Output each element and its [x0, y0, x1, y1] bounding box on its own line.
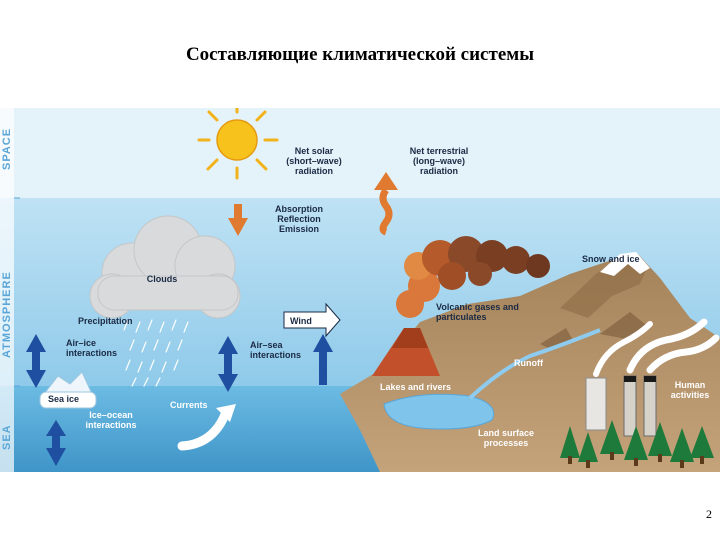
sun-icon: [197, 108, 279, 180]
ice-ocean-arrow: [46, 420, 66, 466]
label-precipitation: Precipitation: [78, 316, 133, 326]
sea-ice-icon: [39, 371, 97, 409]
factory-icon: [585, 318, 720, 437]
air-sea-arrow: [218, 336, 238, 392]
climate-system-diagram: SPACE ATMOSPHERE SEA Net solar (short–wa…: [0, 108, 720, 472]
terrestrial-radiation-arrow: [374, 172, 398, 236]
label-currents: Currents: [170, 400, 208, 410]
cloud-icon: [89, 215, 241, 319]
air-ice-arrow: [26, 334, 46, 388]
label-ice-ocean: Ice–ocean interactions: [85, 410, 137, 430]
label-runoff: Runoff: [514, 358, 543, 368]
wind-arrow: [283, 302, 341, 338]
label-volcanic: Volcanic gases and particulates: [436, 302, 519, 322]
label-air-sea: Air–sea interactions: [250, 340, 302, 360]
label-human-activities: Human activities: [670, 380, 710, 400]
zone-sidebar: [0, 108, 14, 472]
zone-label-atmosphere: ATMOSPHERE: [1, 271, 13, 358]
page-number: 2: [706, 507, 712, 521]
slide-title: Составляющие климатической системы: [185, 44, 535, 65]
label-clouds: Clouds: [146, 274, 178, 284]
snow-cap: [600, 252, 650, 276]
label-wind: Wind: [290, 316, 312, 326]
mountain-ridge: [560, 258, 648, 318]
label-snow-ice: Snow and ice: [582, 254, 640, 264]
currents-arrow: [177, 404, 236, 451]
zone-label-sea: SEA: [1, 424, 13, 450]
label-net-terrestrial: Net terrestrial (long–wave) radiation: [409, 146, 469, 176]
label-sea-ice: Sea ice: [48, 394, 80, 404]
forest-icon: [560, 420, 714, 468]
label-lakes-rivers: Lakes and rivers: [380, 382, 452, 392]
label-absorption: Absorption Reflection Emission: [275, 204, 323, 234]
label-air-ice: Air–ice interactions: [66, 338, 118, 358]
label-land-surface: Land surface processes: [477, 428, 535, 448]
label-net-solar: Net solar (short–wave) radiation: [286, 146, 342, 176]
solar-radiation-arrow: [228, 204, 248, 236]
lake: [383, 393, 495, 430]
river: [468, 328, 601, 400]
zone-label-space: SPACE: [1, 127, 13, 170]
volcano-icon: [372, 236, 550, 376]
space-band: [0, 108, 720, 198]
up-arrow: [313, 334, 333, 385]
precipitation-drops: [123, 319, 189, 387]
